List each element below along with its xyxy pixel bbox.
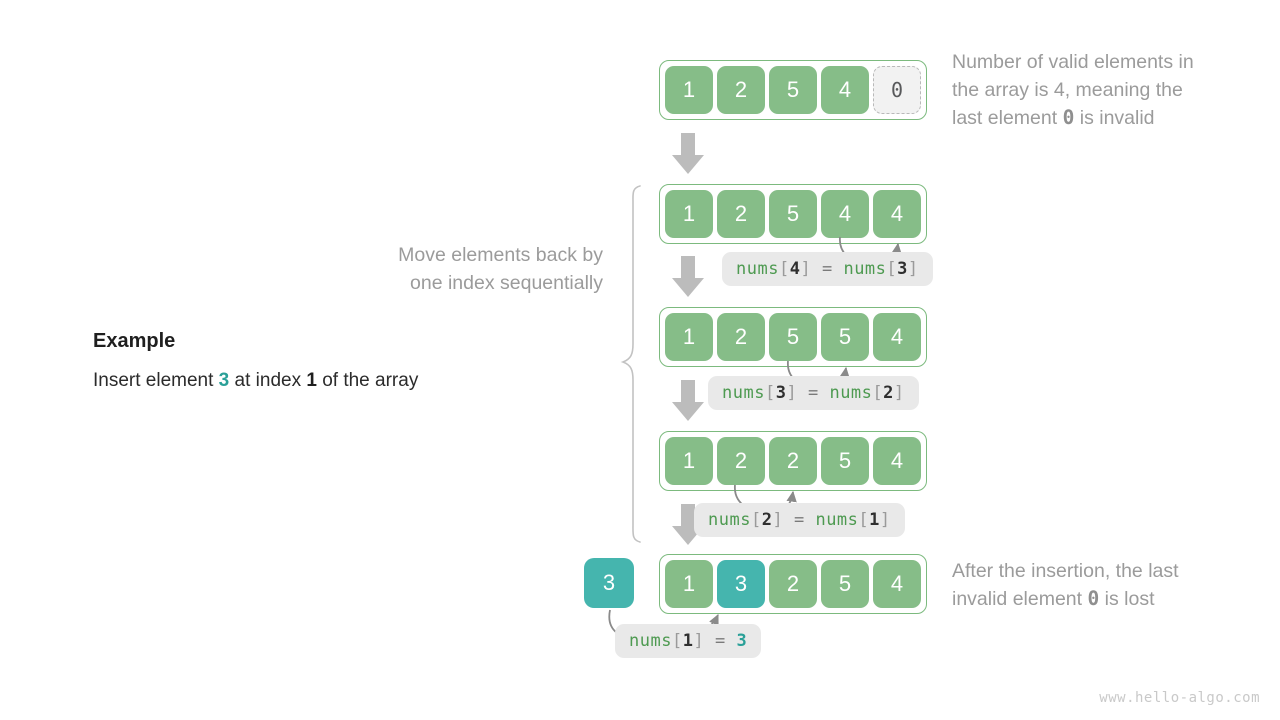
array-cell: 5 xyxy=(769,313,817,361)
code-lhs-name: nums xyxy=(708,510,751,530)
example-text-before: Insert element xyxy=(93,370,219,391)
watermark: www.hello-algo.com xyxy=(1099,690,1260,706)
array-cell: 5 xyxy=(769,66,817,114)
array-row-shift-3: 1 2 5 5 4 xyxy=(659,307,927,367)
code-rhs-index: 1 xyxy=(869,510,880,530)
bottom-note-line-1: After the insertion, the last xyxy=(952,560,1179,582)
note-zero-mono: 0 xyxy=(1062,106,1075,129)
array-cell: 5 xyxy=(821,313,869,361)
array-cell: 5 xyxy=(769,190,817,238)
array-cell: 4 xyxy=(873,560,921,608)
note-valid-elements: Number of valid elements in the array is… xyxy=(952,48,1262,132)
note-line-1: Number of valid elements in xyxy=(952,51,1194,73)
code-label-assign-3-2: nums[3] = nums[2] xyxy=(708,376,919,410)
code-lhs-index: 2 xyxy=(761,510,773,530)
code-operator: = xyxy=(714,631,726,651)
array-cell: 1 xyxy=(665,560,713,608)
array-cell-invalid: 0 xyxy=(873,66,921,114)
example-text-mid: at index xyxy=(229,370,307,391)
note-line-3b: is invalid xyxy=(1074,107,1155,129)
array-row-shift-4: 1 2 5 4 4 xyxy=(659,184,927,244)
array-cell: 4 xyxy=(873,437,921,485)
code-lhs-index: 4 xyxy=(789,259,801,279)
example-index-value: 1 xyxy=(306,370,317,391)
down-arrow-4 xyxy=(672,504,704,545)
code-lhs-name: nums xyxy=(736,259,779,279)
example-element-value: 3 xyxy=(218,370,230,391)
array-cell: 4 xyxy=(873,190,921,238)
array-cell: 1 xyxy=(665,313,713,361)
example-title: Example xyxy=(93,330,176,352)
array-cell: 4 xyxy=(821,190,869,238)
array-cell: 2 xyxy=(769,437,817,485)
array-row-final: 1 3 2 5 4 xyxy=(659,554,927,614)
array-cell: 1 xyxy=(665,437,713,485)
bottom-note-zero-mono: 0 xyxy=(1087,587,1100,610)
array-cell: 2 xyxy=(717,190,765,238)
down-arrow-1 xyxy=(672,133,704,174)
code-operator: = xyxy=(807,383,819,403)
code-label-assign-1-3: nums[1] = 3 xyxy=(615,624,762,658)
code-rhs-index: 2 xyxy=(883,383,894,403)
move-note-line-1: Move elements back by xyxy=(398,244,603,266)
bottom-note-line-2a: invalid element xyxy=(952,588,1088,610)
code-rhs-name: nums xyxy=(815,510,859,530)
array-cell: 2 xyxy=(717,437,765,485)
code-rhs-name: nums xyxy=(843,259,887,279)
code-lhs-name: nums xyxy=(722,383,765,403)
code-label-assign-4-3: nums[4] = nums[3] xyxy=(722,252,933,286)
group-brace xyxy=(620,185,641,543)
insert-element-box: 3 xyxy=(584,558,634,608)
array-cell: 1 xyxy=(665,190,713,238)
note-move-elements: Move elements back by one index sequenti… xyxy=(300,241,603,297)
array-cell: 4 xyxy=(873,313,921,361)
array-cell: 2 xyxy=(717,313,765,361)
note-line-3a: last element xyxy=(952,107,1063,129)
code-operator: = xyxy=(793,510,805,530)
array-cell: 2 xyxy=(717,66,765,114)
array-cell-inserted: 3 xyxy=(717,560,765,608)
array-row-shift-2: 1 2 2 5 4 xyxy=(659,431,927,491)
code-lhs-index: 1 xyxy=(682,631,694,651)
note-line-2: the array is 4, meaning the xyxy=(952,79,1183,101)
bottom-note-line-2b: is lost xyxy=(1099,588,1155,610)
down-arrow-2 xyxy=(672,256,704,297)
array-cell: 1 xyxy=(665,66,713,114)
code-lhs-index: 3 xyxy=(775,383,787,403)
move-note-line-2: one index sequentially xyxy=(410,272,603,294)
note-after-insertion: After the insertion, the last invalid el… xyxy=(952,557,1262,613)
array-cell: 2 xyxy=(769,560,817,608)
code-lhs-name: nums xyxy=(629,631,672,651)
example-text-after: of the array xyxy=(316,370,419,391)
code-label-assign-2-1: nums[2] = nums[1] xyxy=(694,503,905,537)
example-description: Insert element 3 at index 1 of the array xyxy=(93,370,418,392)
code-rhs-literal: 3 xyxy=(736,631,748,651)
array-row-initial: 1 2 5 4 0 xyxy=(659,60,927,120)
array-cell: 4 xyxy=(821,66,869,114)
code-operator: = xyxy=(821,259,833,279)
code-rhs-name: nums xyxy=(829,383,873,403)
array-cell: 5 xyxy=(821,437,869,485)
code-rhs-index: 3 xyxy=(897,259,908,279)
down-arrow-3 xyxy=(672,380,704,421)
array-cell: 5 xyxy=(821,560,869,608)
